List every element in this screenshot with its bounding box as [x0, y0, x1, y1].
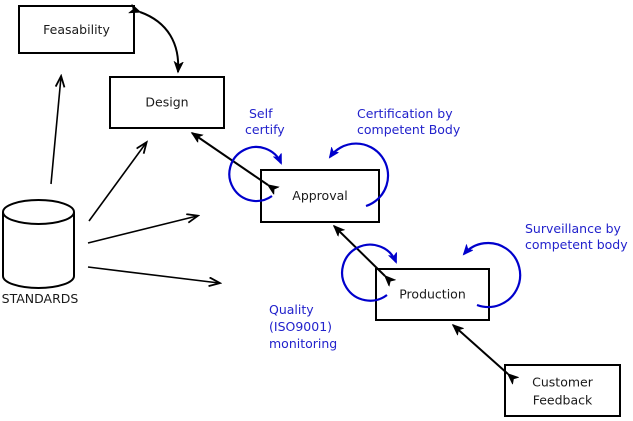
annotation-certification-line2: competent Body	[357, 122, 461, 137]
annotation-surveillance-by-competent-body: Surveillance by competent body	[525, 221, 628, 252]
annotation-self-certify: Self certify	[245, 106, 285, 137]
node-box-customer-feedback[interactable]	[504, 364, 621, 417]
loop-arrow-certification[interactable]	[330, 142, 390, 208]
annotation-certification-line1: Certification by	[357, 106, 453, 121]
connector-approval-production[interactable]	[334, 226, 385, 276]
node-box-design[interactable]	[109, 76, 225, 129]
node-box-feasability[interactable]	[18, 5, 135, 54]
connector-standards-production[interactable]	[87, 266, 219, 283]
node-label-production: Production	[399, 287, 466, 302]
annotation-certification-by-competent-body: Certification by competent Body	[357, 106, 461, 137]
connector-standards-design[interactable]	[88, 143, 146, 222]
annotation-surveillance-line2: competent body	[525, 237, 628, 252]
node-label-customer-feedback-line2: Feedback	[533, 393, 593, 408]
node-label-design: Design	[145, 95, 188, 110]
annotation-quality-monitoring: Quality (ISO9001) monitoring	[269, 302, 337, 351]
annotation-surveillance-line1: Surveillance by	[525, 221, 622, 236]
annotation-quality-line3: monitoring	[269, 336, 337, 351]
connector-standards-approval[interactable]	[87, 216, 197, 244]
annotation-quality-line1: Quality	[269, 302, 314, 317]
node-design[interactable]: Design	[109, 76, 225, 129]
connector-feasability-design[interactable]	[140, 12, 178, 72]
annotation-self-certify-line1: Self	[249, 106, 273, 121]
standards-cylinder-top[interactable]	[2, 199, 75, 225]
node-label-customer-feedback-line1: Customer	[532, 375, 594, 390]
connector-standards-feasability[interactable]	[50, 77, 61, 185]
node-production[interactable]: Production	[375, 268, 490, 321]
data-store-label-standards: STANDARDS	[2, 291, 79, 306]
loop-arrow-surveillance[interactable]	[464, 241, 522, 309]
connector-production-customer-feedback[interactable]	[453, 325, 508, 374]
node-customer-feedback[interactable]: Customer Feedback	[504, 364, 621, 417]
loop-arrow-quality-monitoring[interactable]	[341, 243, 398, 302]
annotation-quality-line2: (ISO9001)	[269, 319, 332, 334]
node-label-feasability: Feasability	[43, 22, 110, 37]
node-label-approval: Approval	[292, 188, 347, 203]
standards-cylinder-body[interactable]	[2, 212, 75, 289]
node-box-approval[interactable]	[260, 169, 380, 223]
annotation-self-certify-line2: certify	[245, 122, 285, 137]
connector-design-approval[interactable]	[192, 133, 268, 185]
loop-arrow-self-certify[interactable]	[228, 145, 283, 203]
node-approval[interactable]: Approval	[260, 169, 380, 223]
node-feasability[interactable]: Feasability	[18, 5, 135, 54]
data-store-standards[interactable]: STANDARDS	[2, 199, 79, 306]
